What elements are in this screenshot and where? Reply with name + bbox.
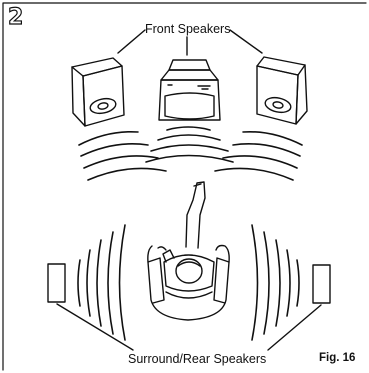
center-sound-waves [145,126,234,163]
front-leader-left [117,29,146,54]
rear-left-sound-waves [77,224,126,341]
rear-leader-left [56,303,134,351]
figure-label: Fig. 16 [319,352,356,364]
front-left-speaker-icon [71,57,125,127]
rear-left-speaker-icon [47,263,66,303]
page-border [2,2,367,371]
front-leader-right [229,29,263,54]
front-speakers-label: Front Speakers [145,22,231,36]
step-number: 2 [7,5,24,30]
front-right-sound-waves [214,130,303,181]
listener-in-chair-icon [147,181,230,321]
rear-right-speaker-icon [312,264,331,304]
rear-speakers-label: Surround/Rear Speakers [128,352,267,366]
center-tv-icon [158,59,221,121]
rear-right-sound-waves [251,224,300,341]
front-right-speaker-icon [256,56,308,125]
front-left-sound-waves [78,130,167,181]
rear-leader-right [267,304,322,351]
